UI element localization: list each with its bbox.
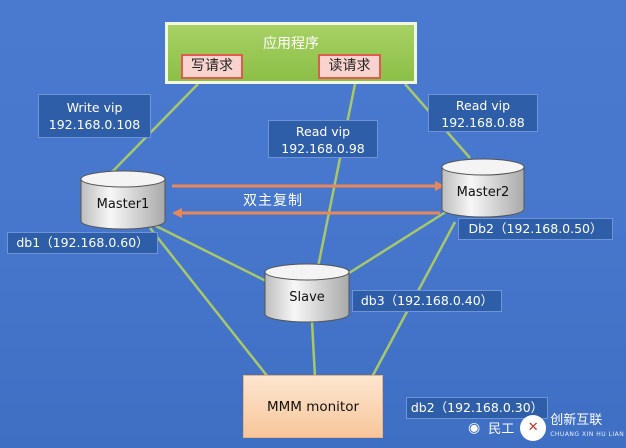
link-master1-slave (139, 216, 269, 284)
link-master2-slave (337, 206, 453, 282)
application-box: 应用程序 写请求 读请求 (165, 22, 417, 84)
master1-node: Master1 (80, 170, 166, 230)
brand-name: 创新互联 (550, 412, 603, 428)
master1-label: Master1 (96, 196, 150, 212)
database-cylinder-icon (80, 170, 166, 230)
watermark-left-text: 民工 (488, 422, 515, 437)
db3-label: db3（192.168.0.40） (352, 290, 502, 312)
brand-logo-icon: ✕ (520, 414, 547, 441)
link-app-slave (316, 83, 357, 268)
write-request-box: 写请求 (181, 54, 243, 79)
dual-master-replication-label: 双主复制 (243, 193, 303, 209)
mmm-monitor-box: MMM monitor (243, 375, 383, 438)
brand-subtitle: CHUANG XIN HU LIAN (550, 430, 625, 438)
link-app-master1 (111, 83, 199, 173)
watermark: ◉ 民工 ✕ 创新互联 CHUANG XIN HU LIAN (468, 407, 626, 448)
db2-bottom-label: db2（192.168.0.30） (406, 397, 548, 419)
database-cylinder-icon (264, 263, 350, 323)
wechat-icon: ◉ (468, 419, 481, 436)
application-title: 应用程序 (263, 36, 319, 52)
slave-label: Slave (289, 289, 325, 305)
master2-node: Master2 (441, 158, 525, 218)
read-request-box: 读请求 (318, 54, 381, 79)
read-vip-label-2: Read vip 192.168.0.88 (428, 94, 538, 132)
db2-label: Db2（192.168.0.50） (458, 218, 613, 240)
link-slave-monitor (310, 321, 317, 378)
write-vip-label: Write vip 192.168.0.108 (38, 94, 151, 138)
slave-node: Slave (264, 263, 350, 323)
link-master1-monitor (149, 227, 269, 378)
database-cylinder-icon (441, 158, 525, 218)
db1-label: db1（192.168.0.60） (7, 232, 158, 254)
master2-label: Master2 (456, 184, 510, 200)
read-vip-label-1: Read vip 192.168.0.98 (268, 120, 378, 158)
